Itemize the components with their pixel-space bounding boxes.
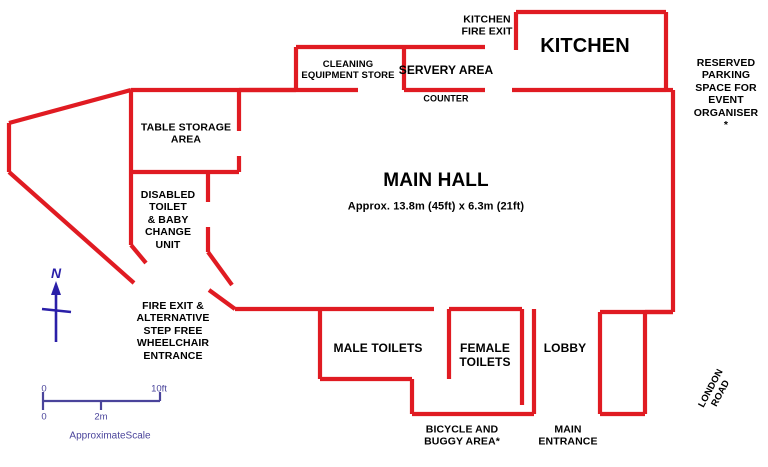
label-kitchen: KITCHEN — [540, 35, 630, 58]
label-bicycle-buggy-area: BICYCLE AND BUGGY AREA* — [424, 423, 500, 448]
compass-north-label: N — [50, 265, 62, 281]
wall-disabled-toilet-diagonal — [206, 250, 234, 287]
label-servery-area: SERVERY AREA — [398, 62, 494, 77]
scale-caption: ApproximateScale — [69, 430, 151, 442]
label-female-toilets: FEMALE TOILETS — [459, 340, 511, 369]
scale-bar-icon — [41, 392, 162, 410]
label-main-hall: MAIN HALL — [383, 169, 489, 191]
wall-fire-exit-diagonal — [207, 288, 237, 311]
scale-label-top-left: 0 — [41, 383, 47, 395]
label-counter: COUNTER — [423, 93, 469, 104]
label-lobby: LOBBY — [543, 340, 587, 355]
label-reserved-parking: RESERVED PARKING SPACE FOR EVENT ORGANIS… — [693, 56, 759, 131]
wall-disabled-toilet-corner — [129, 243, 148, 265]
scale-label-bottom-left: 0 — [41, 411, 47, 423]
label-main-hall-dimensions: Approx. 13.8m (45ft) x 6.3m (21ft) — [347, 200, 525, 213]
label-fire-exit-alternative-entrance: FIRE EXIT & ALTERNATIVE STEP FREE WHEELC… — [136, 300, 210, 362]
compass-arrowhead — [51, 281, 61, 295]
label-main-entrance: MAIN ENTRANCE — [538, 423, 598, 448]
scale-label-bottom-mid: 2m — [94, 411, 108, 423]
compass-crossbar — [41, 307, 72, 314]
scale-label-top-right: 10ft — [151, 383, 167, 395]
label-table-storage-area: TABLE STORAGE AREA — [140, 121, 232, 146]
label-kitchen-fire-exit: KITCHEN FIRE EXIT — [461, 13, 513, 38]
label-cleaning-equipment-store: CLEANING EQUIPMENT STORE — [301, 58, 395, 81]
wall-west-polygon-upper — [8, 87, 132, 126]
wall-west-polygon-lower — [7, 170, 136, 285]
label-male-toilets: MALE TOILETS — [333, 340, 423, 355]
label-disabled-toilet: DISABLED TOILET & BABY CHANGE UNIT — [140, 189, 196, 251]
label-london-road: LONDON ROAD — [696, 367, 733, 410]
compass-rose-icon — [41, 281, 72, 342]
